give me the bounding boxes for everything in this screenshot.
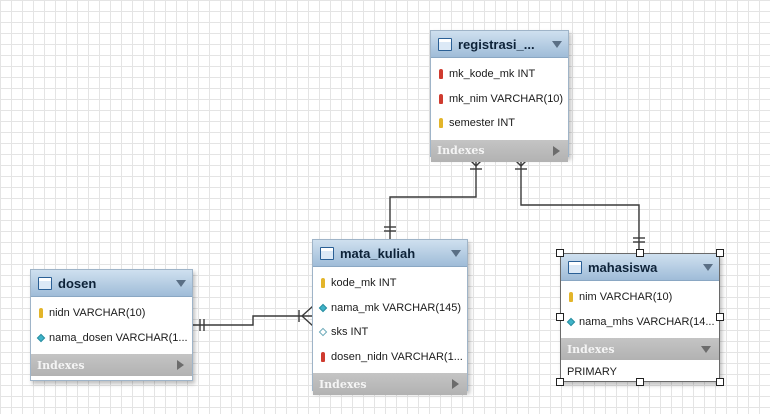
column-row[interactable]: mk_nim VARCHAR(10) — [431, 87, 568, 112]
indexes-section[interactable]: Indexes — [313, 373, 467, 395]
relation-dosen-mata-kuliah — [193, 315, 313, 326]
attribute-diamond-icon — [566, 316, 576, 328]
collapse-caret-icon[interactable] — [176, 279, 186, 287]
indexes-section[interactable]: Indexes — [31, 354, 192, 376]
collapse-caret-icon[interactable] — [703, 263, 713, 271]
indexes-section[interactable]: Indexes — [431, 139, 568, 162]
column-label: nama_mhs VARCHAR(14... — [579, 315, 715, 328]
entity-header[interactable]: registrasi_... — [431, 31, 568, 58]
column-row[interactable]: nidn VARCHAR(10) — [31, 301, 192, 326]
foreign-key-icon — [436, 93, 446, 105]
resize-handle-bottom-left[interactable] — [556, 378, 564, 386]
primary-key-icon — [36, 307, 46, 319]
column-label: kode_mk INT — [331, 277, 397, 290]
indexes-label: Indexes — [37, 358, 85, 372]
collapse-caret-icon[interactable] — [451, 249, 461, 257]
indexes-label: Indexes — [567, 342, 615, 356]
column-row[interactable]: nama_dosen VARCHAR(1... — [31, 326, 192, 351]
resize-handle-bottom-middle[interactable] — [636, 378, 644, 386]
column-label: nama_dosen VARCHAR(1... — [49, 331, 188, 344]
indexes-label: Indexes — [437, 144, 485, 157]
column-row[interactable]: sks INT — [313, 320, 467, 345]
column-row[interactable]: nim VARCHAR(10) — [561, 285, 719, 310]
entity-title: dosen — [58, 275, 97, 291]
resize-handle-top-left[interactable] — [556, 249, 564, 257]
resize-handle-bottom-right[interactable] — [716, 378, 724, 386]
entity-mahasiswa[interactable]: mahasiswa nim VARCHAR(10) nama_mhs VARCH… — [560, 253, 720, 382]
column-row[interactable]: dosen_nidn VARCHAR(1... — [313, 345, 467, 370]
column-row[interactable]: nama_mk VARCHAR(145) — [313, 296, 467, 321]
expand-arrow-icon[interactable] — [452, 379, 459, 389]
foreign-key-icon — [436, 68, 446, 80]
primary-key-icon — [318, 277, 328, 289]
primary-key-icon — [566, 291, 576, 303]
column-label: mk_kode_mk INT — [449, 68, 536, 81]
entity-header[interactable]: dosen — [31, 270, 192, 297]
entity-registrasi[interactable]: registrasi_... mk_kode_mk INT mk_nim VAR… — [430, 30, 569, 162]
entity-mata-kuliah[interactable]: mata_kuliah kode_mk INT nama_mk VARCHAR(… — [312, 239, 468, 395]
collapse-arrow-icon[interactable] — [701, 345, 711, 353]
entity-dosen[interactable]: dosen nidn VARCHAR(10) nama_dosen VARCHA… — [30, 269, 193, 381]
resize-handle-middle-right[interactable] — [716, 313, 724, 321]
column-row[interactable]: mk_kode_mk INT — [431, 62, 568, 87]
attribute-diamond-icon — [318, 302, 328, 314]
resize-handle-top-right[interactable] — [716, 249, 724, 257]
expand-arrow-icon[interactable] — [177, 360, 184, 370]
table-icon — [568, 260, 582, 274]
column-row[interactable]: kode_mk INT — [313, 271, 467, 296]
column-row[interactable]: semester INT — [431, 111, 568, 136]
column-label: semester INT — [449, 117, 516, 130]
resize-handle-middle-left[interactable] — [556, 313, 564, 321]
column-label: mk_nim VARCHAR(10) — [449, 92, 564, 105]
attribute-diamond-icon — [36, 332, 46, 344]
collapse-caret-icon[interactable] — [552, 40, 562, 48]
table-icon — [38, 276, 52, 290]
primary-key-icon — [436, 117, 446, 129]
column-label: sks INT — [331, 326, 369, 339]
entity-title: registrasi_... — [458, 36, 535, 52]
resize-handle-top-middle[interactable] — [636, 249, 644, 257]
index-item-primary[interactable]: PRIMARY — [567, 366, 617, 378]
indexes-label: Indexes — [319, 377, 367, 391]
column-label: nama_mk VARCHAR(145) — [331, 301, 462, 314]
column-row[interactable]: nama_mhs VARCHAR(14... — [561, 310, 719, 335]
column-label: dosen_nidn VARCHAR(1... — [331, 350, 463, 363]
expand-arrow-icon[interactable] — [553, 145, 560, 156]
foreign-key-icon — [318, 351, 328, 363]
entity-title: mahasiswa — [588, 259, 658, 275]
relation-registrasi-mahasiswa — [520, 156, 640, 250]
relation-registrasi-mata-kuliah — [389, 156, 477, 240]
entity-title: mata_kuliah — [340, 245, 416, 261]
entity-header[interactable]: mata_kuliah — [313, 240, 467, 267]
entity-header[interactable]: mahasiswa — [561, 254, 719, 281]
table-icon — [438, 37, 452, 51]
table-icon — [320, 246, 334, 260]
nullable-diamond-icon — [318, 326, 328, 338]
column-label: nidn VARCHAR(10) — [49, 307, 146, 320]
indexes-section[interactable]: Indexes — [561, 338, 719, 360]
column-label: nim VARCHAR(10) — [579, 291, 673, 304]
